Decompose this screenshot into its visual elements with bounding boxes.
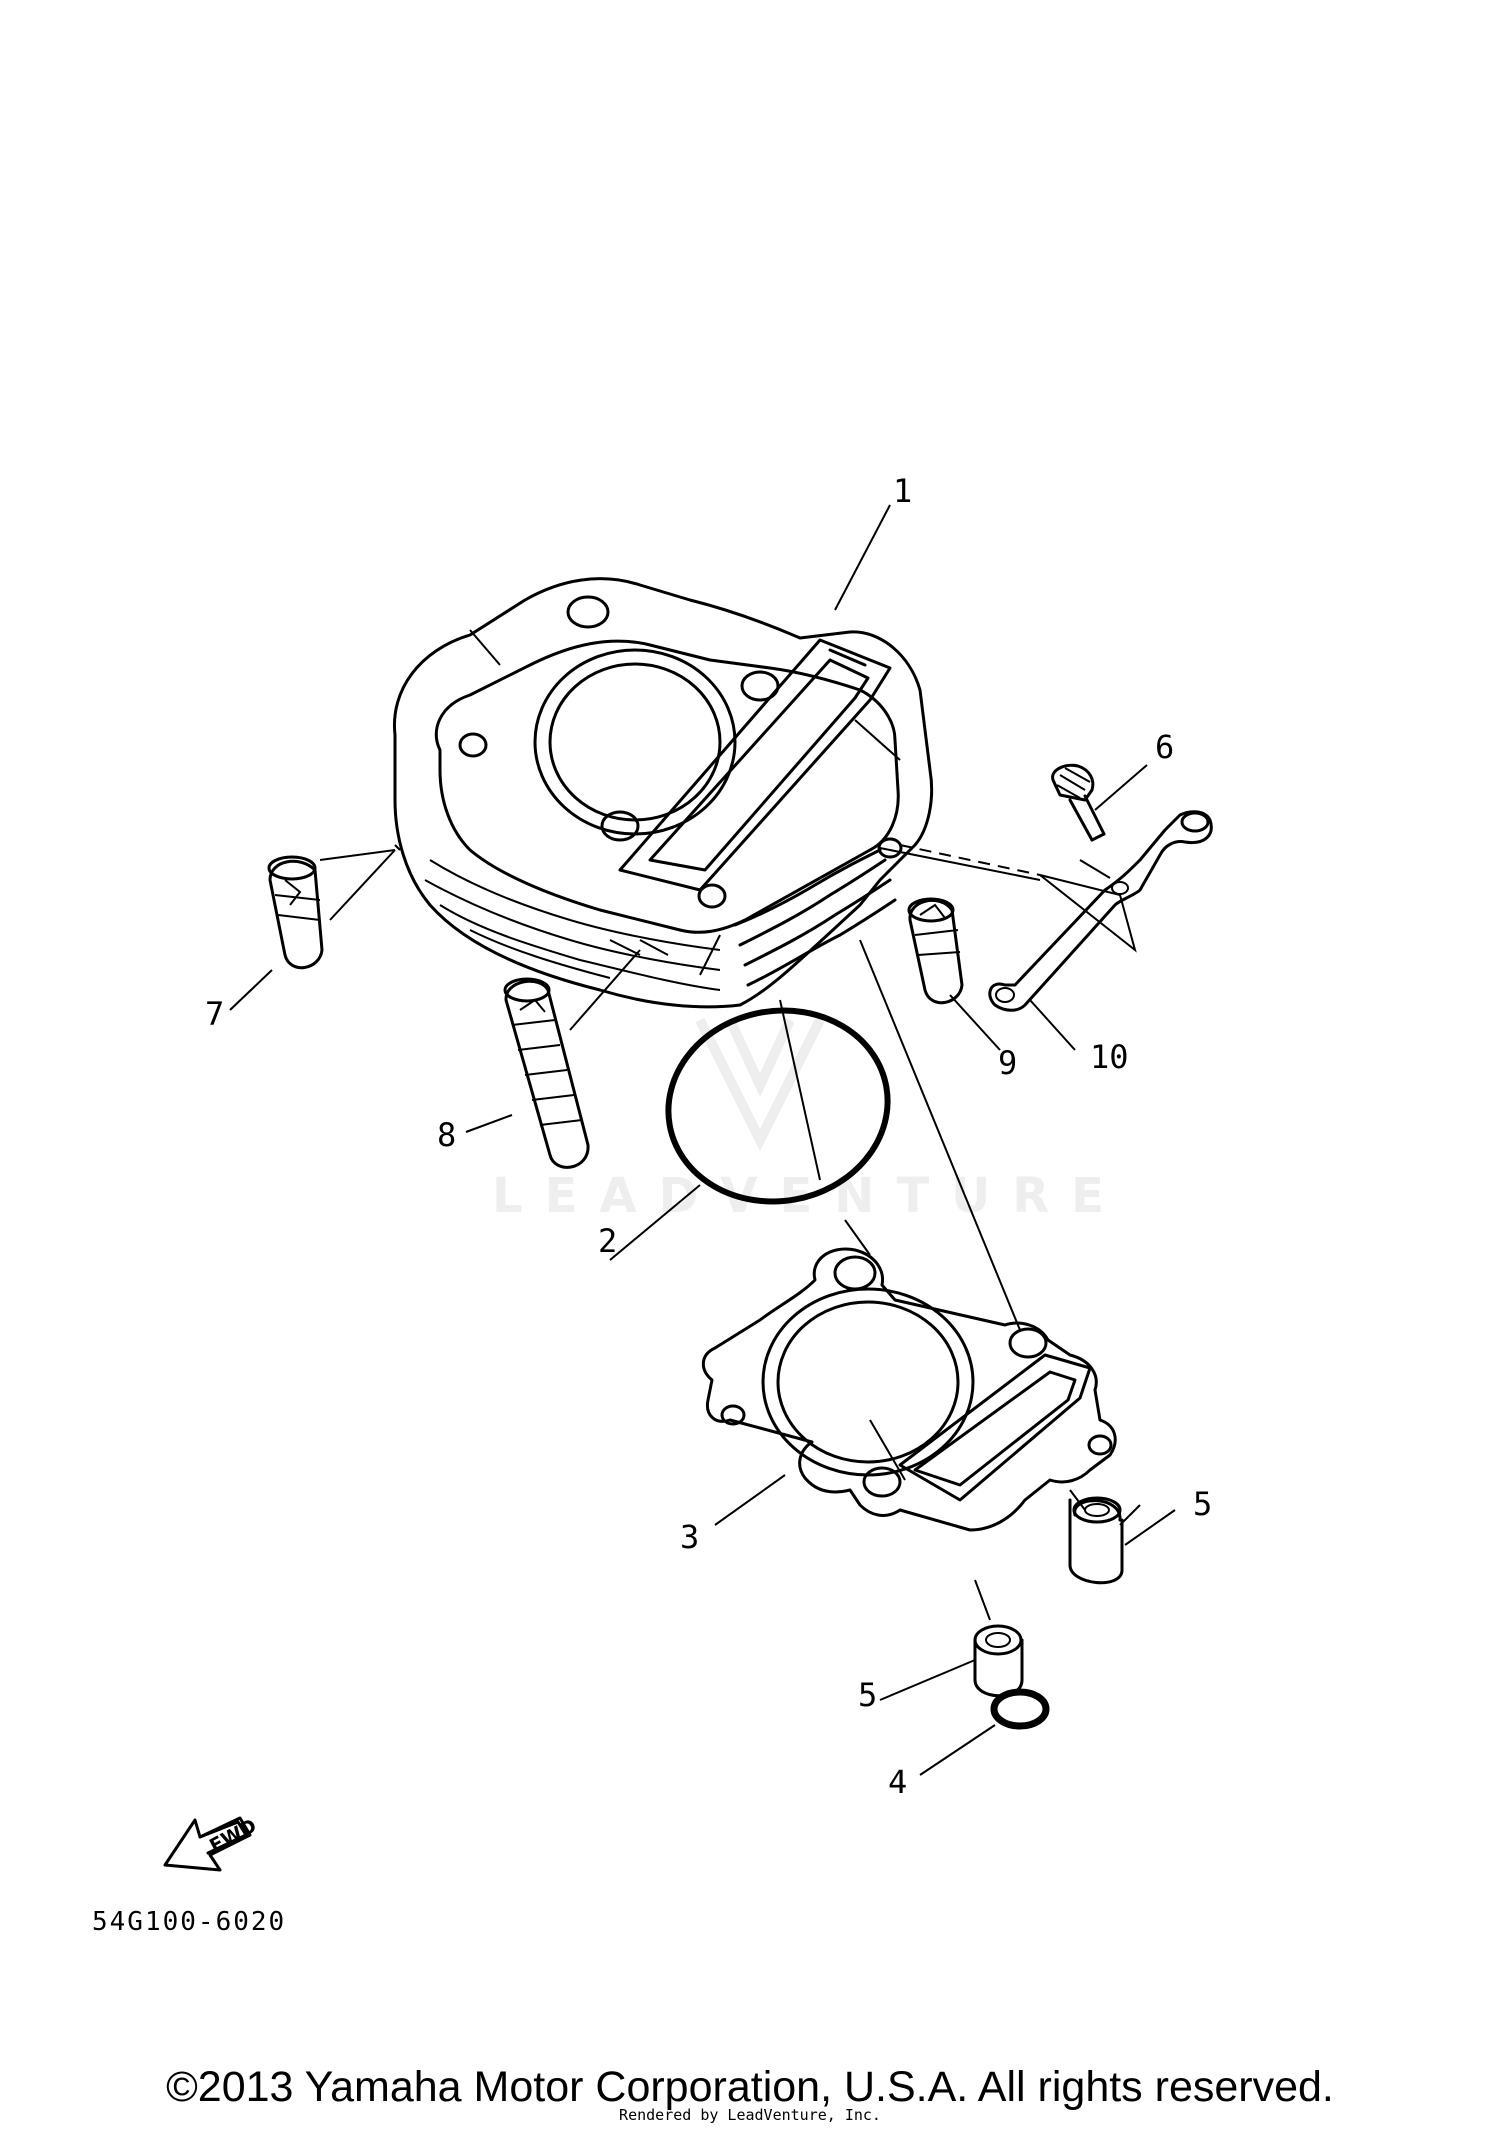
dowel-pin-part-right[interactable] <box>1068 1496 1124 1585</box>
dowel-pin-part-left[interactable] <box>973 1624 1024 1698</box>
callout-3: 3 <box>680 1518 699 1556</box>
o-ring-large-part[interactable] <box>653 993 903 1218</box>
callout-labels: 1 2 3 4 5 5 6 7 8 9 10 <box>205 472 1212 1801</box>
callout-5-left: 5 <box>858 1676 877 1714</box>
construction-lines <box>319 844 1137 1621</box>
bolt-part[interactable] <box>1051 763 1106 842</box>
o-ring-small-part[interactable] <box>990 1688 1050 1730</box>
footer-copyright: ©2013 Yamaha Motor Corporation, U.S.A. A… <box>166 2063 1334 2111</box>
callout-4: 4 <box>888 1763 907 1801</box>
footer-rendered-by: Rendered by LeadVenture, Inc. <box>619 2106 881 2124</box>
damper-part-9[interactable] <box>907 897 964 1005</box>
callout-10: 10 <box>1090 1038 1129 1076</box>
diagram-part-code: 54G100-6020 <box>92 1907 286 1937</box>
stay-part[interactable] <box>988 810 1213 1012</box>
callout-2: 2 <box>598 1222 617 1260</box>
cylinder-gasket-part[interactable] <box>701 1247 1117 1532</box>
callout-5-right: 5 <box>1193 1485 1212 1523</box>
cylinder-part[interactable] <box>392 577 934 1009</box>
watermark-logo <box>695 1017 825 1152</box>
callout-7: 7 <box>205 995 224 1033</box>
callout-6: 6 <box>1155 728 1174 766</box>
callout-9: 9 <box>998 1044 1017 1082</box>
callout-1: 1 <box>893 472 912 510</box>
damper-part-7[interactable] <box>267 855 324 970</box>
damper-part-8[interactable] <box>503 977 590 1169</box>
callout-8: 8 <box>437 1116 456 1154</box>
fwd-arrow-icon: FWD <box>163 1815 260 1872</box>
callout-leaders <box>229 504 1176 1776</box>
